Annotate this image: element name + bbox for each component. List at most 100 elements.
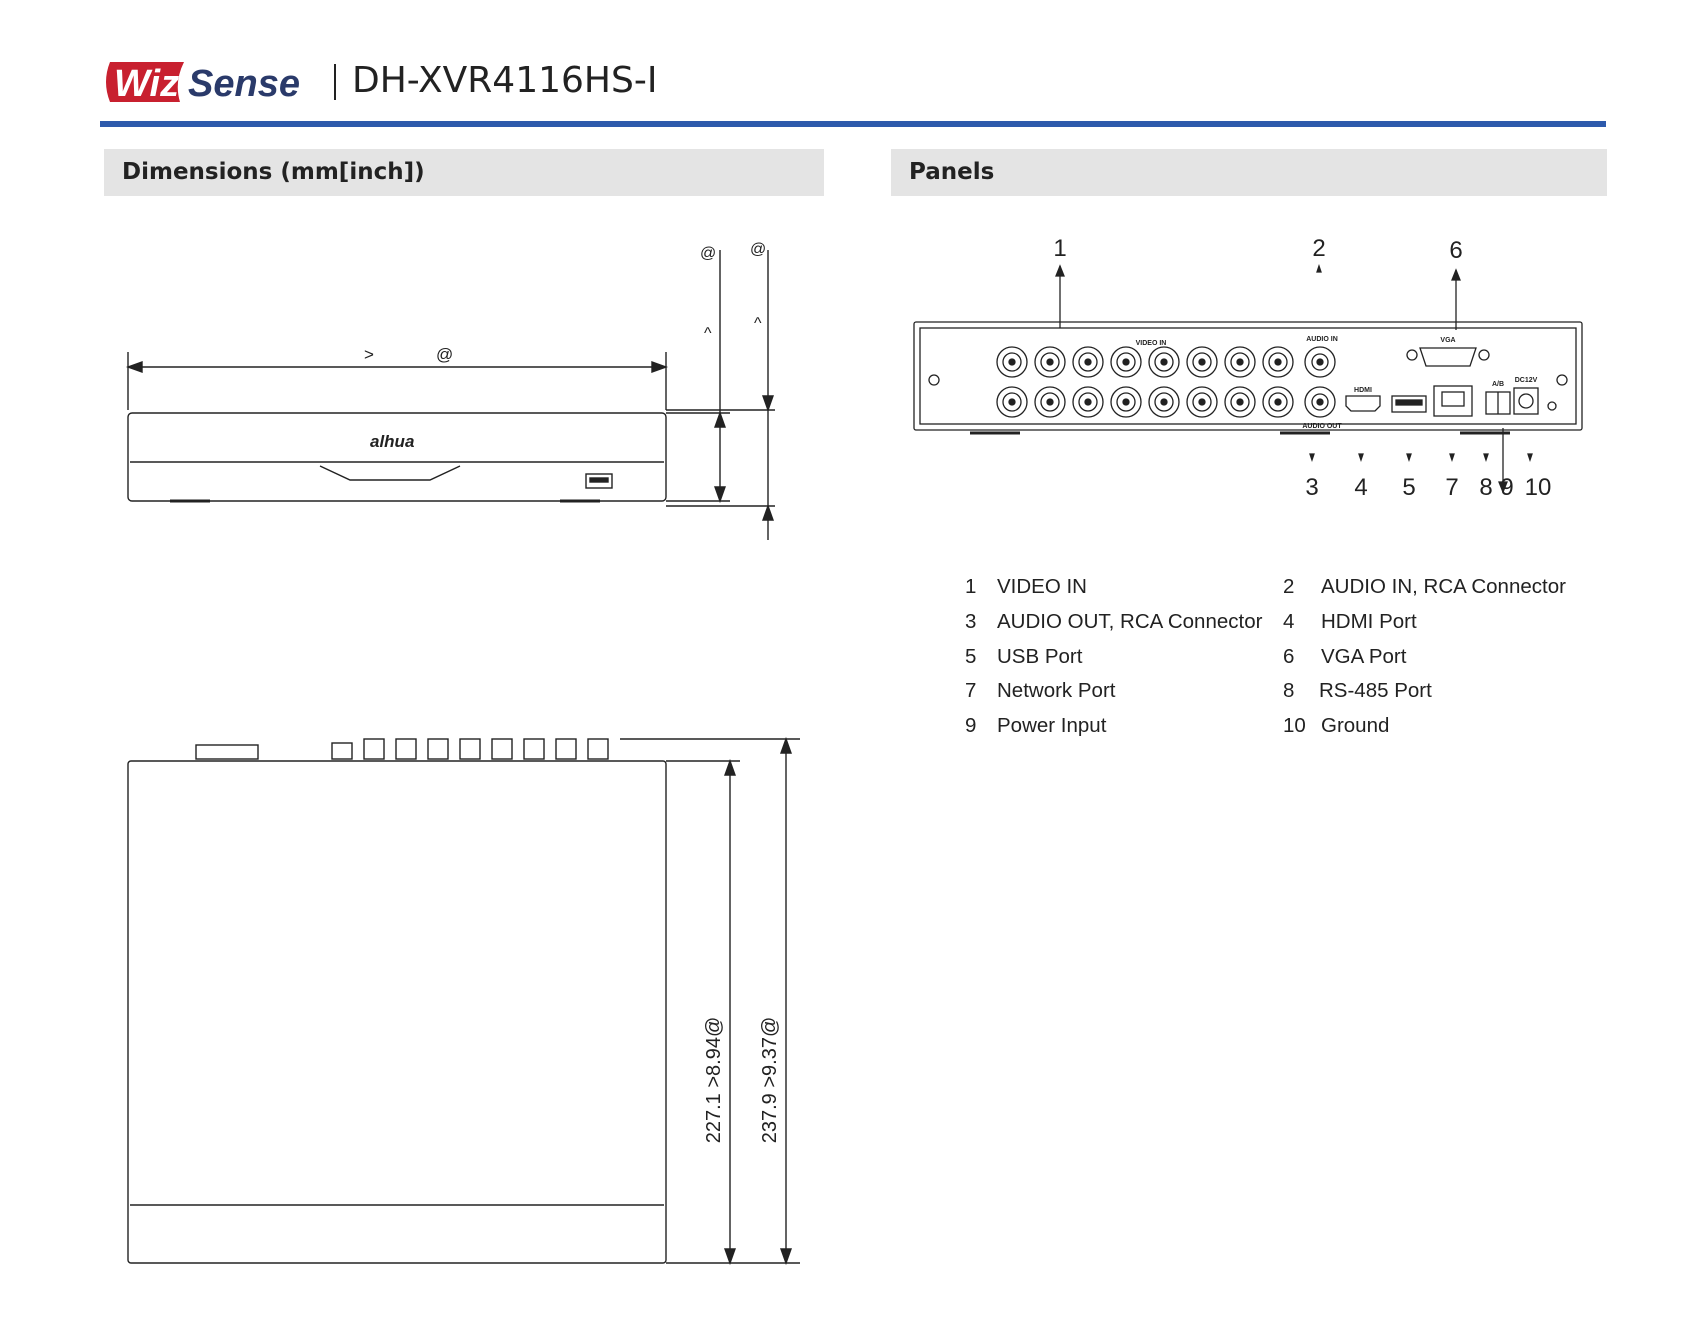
silk-vga: VGA [1440, 337, 1455, 344]
arrowhead-down [762, 395, 774, 413]
legend-number: 6 [1283, 645, 1295, 668]
front-usb-port [585, 473, 613, 489]
usb-port [1391, 395, 1427, 413]
arrowhead-up [714, 410, 726, 428]
rear-chassis [913, 321, 1583, 431]
leader-arrow [1309, 453, 1315, 463]
callout-6: 6 [1449, 237, 1462, 264]
logo-text-wiz: Wiz [114, 63, 179, 105]
legend-row: 5 USB Port 6 VGA Port [965, 645, 1605, 675]
legend-label: USB Port [997, 645, 1083, 668]
panels-title: Panels [909, 159, 995, 185]
silk-ab: A/B [1492, 381, 1504, 388]
vga-screw [1478, 349, 1490, 361]
dimensions-title: Dimensions (mm[inch]) [122, 159, 425, 185]
rear-panel-drawing: 1 2 6 [913, 235, 1583, 501]
arrowhead-left [125, 361, 143, 373]
legend-number: 9 [965, 714, 977, 737]
logo-red-swash [106, 62, 184, 102]
legend-row: 3 AUDIO OUT, RCA Connector 4 HDMI Port [965, 610, 1605, 640]
legend-row: 7 Network Port 8 RS-485 Port [965, 679, 1605, 709]
header-rule [100, 121, 1606, 127]
front-usb-port [589, 477, 609, 483]
callout-1: 1 [1053, 235, 1066, 262]
arrowhead-up [780, 736, 792, 754]
ground-terminal [1547, 401, 1557, 411]
leader-arrow [1483, 453, 1489, 463]
depth-label-outer: 237.9 >9.37@ [759, 1017, 781, 1144]
logo-text-sense: Sense [188, 63, 300, 105]
silk-video-in: VIDEO IN [1136, 340, 1167, 347]
header-separator [334, 64, 336, 100]
callout-2: 2 [1312, 235, 1325, 262]
legend-number: 10 [1283, 714, 1306, 737]
arrowhead-right [651, 361, 669, 373]
arrowhead-down [780, 1248, 792, 1266]
width-label-a: > [364, 345, 374, 364]
legend-number: 4 [1283, 610, 1295, 633]
callout-8: 8 [1479, 474, 1492, 501]
network-port [1433, 385, 1473, 417]
legend-label: HDMI Port [1321, 610, 1417, 633]
dimensions-section-header: Dimensions (mm[inch]) [104, 149, 824, 196]
width-label-b: @ [436, 345, 453, 364]
silk-audio-in: AUDIO IN [1306, 336, 1338, 343]
leader-arrow [1527, 453, 1533, 463]
model-number: DH-XVR4116HS-I [352, 60, 658, 101]
legend-number: 3 [965, 610, 977, 633]
leader-arrow [1316, 263, 1322, 273]
vga-screw [1406, 349, 1418, 361]
callout-5: 5 [1402, 474, 1415, 501]
panels-section-header: Panels [891, 149, 1607, 196]
legend-number: 1 [965, 575, 977, 598]
legend-label: Power Input [997, 714, 1107, 737]
height-label-b-top: @ [750, 241, 766, 258]
legend-number: 5 [965, 645, 977, 668]
legend-label: Network Port [997, 679, 1116, 702]
vga-connector-outline [195, 744, 259, 760]
silk-hdmi: HDMI [1354, 387, 1372, 394]
bnc-connector-row [331, 738, 609, 760]
hdmi-port [1345, 395, 1381, 412]
top-view-drawing: 227.1 >8.94@ 237.9 >9.37@ [127, 736, 800, 1266]
audio-in-rca [1304, 346, 1336, 378]
audio-out-rca [1304, 386, 1336, 418]
leader-arrow [1498, 481, 1508, 494]
rear-chassis-inner [919, 327, 1577, 425]
front-brand-mark: alhua [370, 432, 414, 451]
height-label-b-mid: ^ [754, 315, 762, 332]
power-input [1513, 387, 1539, 415]
arrowhead-up [762, 503, 774, 521]
top-chassis [127, 760, 667, 1264]
legend-number: 8 [1283, 679, 1295, 702]
legend-label: AUDIO IN, RCA Connector [1321, 575, 1566, 598]
arrowhead-up [724, 758, 736, 776]
depth-label-inner: 227.1 >8.94@ [703, 1017, 725, 1144]
callout-4: 4 [1354, 474, 1367, 501]
silk-dc12v: DC12V [1515, 377, 1538, 384]
legend-label: VGA Port [1321, 645, 1407, 668]
power-input [1518, 393, 1534, 409]
legend-label: Ground [1321, 714, 1390, 737]
front-bezel-notch [319, 465, 461, 481]
usb-port [1395, 399, 1423, 406]
front-chassis [127, 412, 667, 502]
legend-number: 2 [1283, 575, 1295, 598]
height-label-a-mid: ^ [704, 325, 712, 342]
arrowhead-down [724, 1248, 736, 1266]
arrowhead-down [714, 486, 726, 504]
leader-arrow [1055, 264, 1065, 277]
callout-3: 3 [1305, 474, 1318, 501]
leader-arrow [1451, 268, 1461, 281]
callout-7: 7 [1445, 474, 1458, 501]
network-port [1441, 391, 1465, 407]
screw [928, 374, 940, 386]
legend-number: 7 [965, 679, 977, 702]
video-in-bnc-grid [996, 346, 1294, 418]
leader-arrow [1449, 453, 1455, 463]
height-label-a-top: @ [700, 245, 716, 262]
callout-10: 10 [1525, 474, 1552, 501]
legend-label: AUDIO OUT, RCA Connector [997, 610, 1263, 633]
legend-label: RS-485 Port [1319, 679, 1432, 702]
legend-row: 9 Power Input 10 Ground [965, 714, 1605, 744]
